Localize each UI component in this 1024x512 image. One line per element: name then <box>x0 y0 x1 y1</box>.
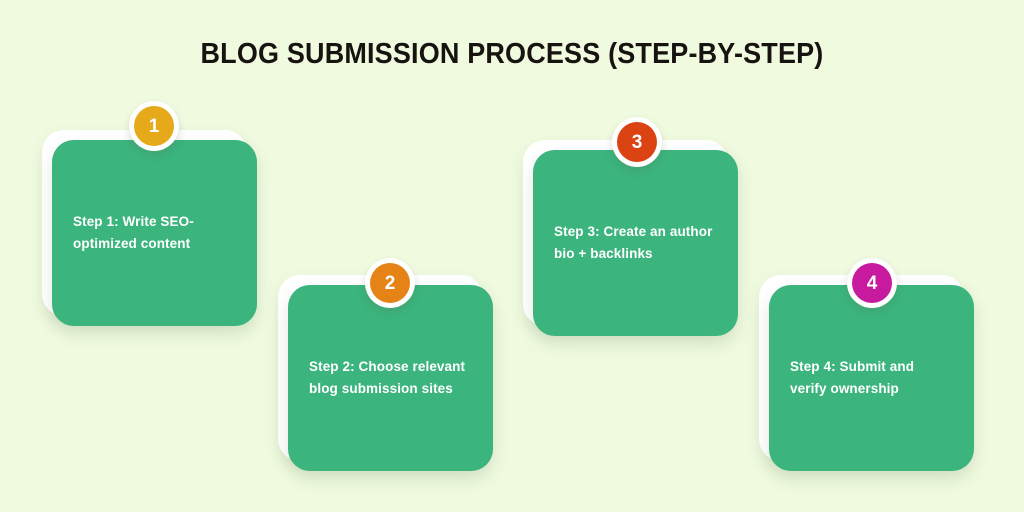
step-card-1[interactable]: Step 1: Write SEO-optimized content <box>42 130 257 326</box>
step-number-badge-4: 4 <box>847 258 897 308</box>
step-card-body-2[interactable]: Step 2: Choose relevant blog submission … <box>288 285 493 471</box>
step-card-4[interactable]: Step 4: Submit and verify ownership <box>759 275 974 471</box>
step-number-badge-2: 2 <box>365 258 415 308</box>
step-card-body-1[interactable]: Step 1: Write SEO-optimized content <box>52 140 257 326</box>
step-card-label-4: Step 4: Submit and verify ownership <box>790 359 915 396</box>
step-card-label-2: Step 2: Choose relevant blog submission … <box>309 359 466 396</box>
step-number-badge-3: 3 <box>612 117 662 167</box>
page-title: BLOG SUBMISSION PROCESS (STEP-BY-STEP) <box>200 38 824 70</box>
step-number-2: 2 <box>370 263 410 303</box>
step-number-4: 4 <box>852 263 892 303</box>
step-card-body-4[interactable]: Step 4: Submit and verify ownership <box>769 285 974 471</box>
step-card-label-1: Step 1: Write SEO-optimized content <box>73 214 194 251</box>
step-number-3: 3 <box>617 122 657 162</box>
step-number-1: 1 <box>134 106 174 146</box>
step-number-badge-1: 1 <box>129 101 179 151</box>
step-card-body-3[interactable]: Step 3: Create an author bio + backlinks <box>533 150 738 336</box>
step-card-3[interactable]: Step 3: Create an author bio + backlinks <box>523 140 738 336</box>
step-card-label-3: Step 3: Create an author bio + backlinks <box>554 224 713 261</box>
step-card-2[interactable]: Step 2: Choose relevant blog submission … <box>278 275 493 471</box>
